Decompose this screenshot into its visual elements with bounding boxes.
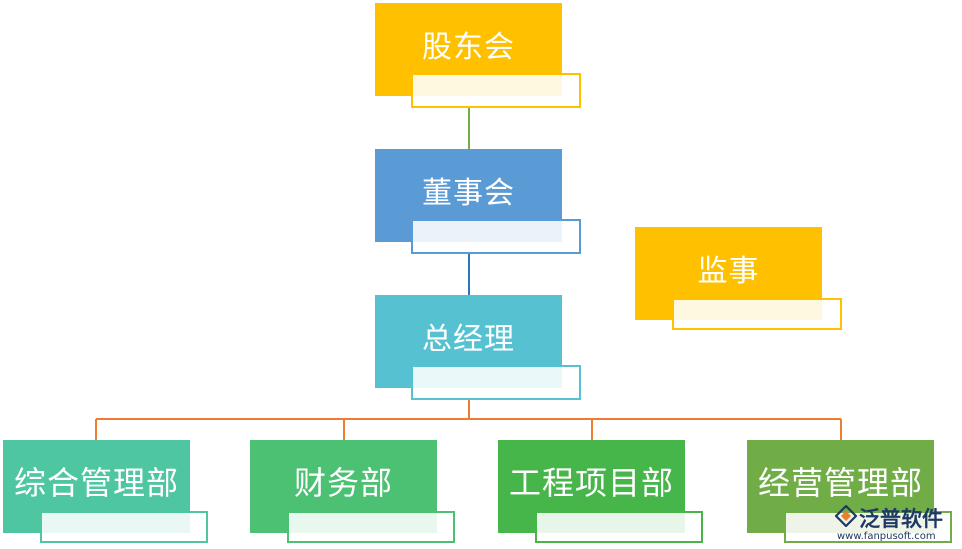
node-board-subtitle-box [411, 219, 581, 254]
node-supervisor-label: 监事 [697, 253, 760, 289]
node-board-label: 董事会 [422, 175, 515, 211]
node-finance-dept-box: 财务部 [250, 440, 437, 533]
node-admin-dept-label: 综合管理部 [13, 463, 179, 502]
node-shareholders-subtitle-box [411, 73, 581, 108]
watermark: 泛普软件 www.fanpusoft.com [833, 502, 961, 548]
node-operations-dept-subtitle-box [784, 511, 952, 543]
node-finance-dept-subtitle-box [287, 511, 455, 543]
node-operations-dept-label: 经营管理部 [757, 463, 923, 502]
node-general-manager-subtitle-box [411, 365, 581, 400]
node-engineering-dept-label: 工程项目部 [508, 463, 674, 502]
node-engineering-dept-subtitle-box [535, 511, 703, 543]
watermark-url: www.fanpusoft.com [837, 531, 936, 542]
node-admin-dept-subtitle-box [40, 511, 208, 543]
fanpu-logo-icon [835, 505, 857, 527]
node-supervisor-subtitle-box [672, 298, 842, 330]
node-shareholders-label: 股东会 [422, 29, 515, 65]
node-general-manager-label: 总经理 [422, 321, 515, 357]
node-finance-dept-label: 财务部 [293, 463, 393, 502]
watermark-name: 泛普软件 [859, 507, 943, 531]
